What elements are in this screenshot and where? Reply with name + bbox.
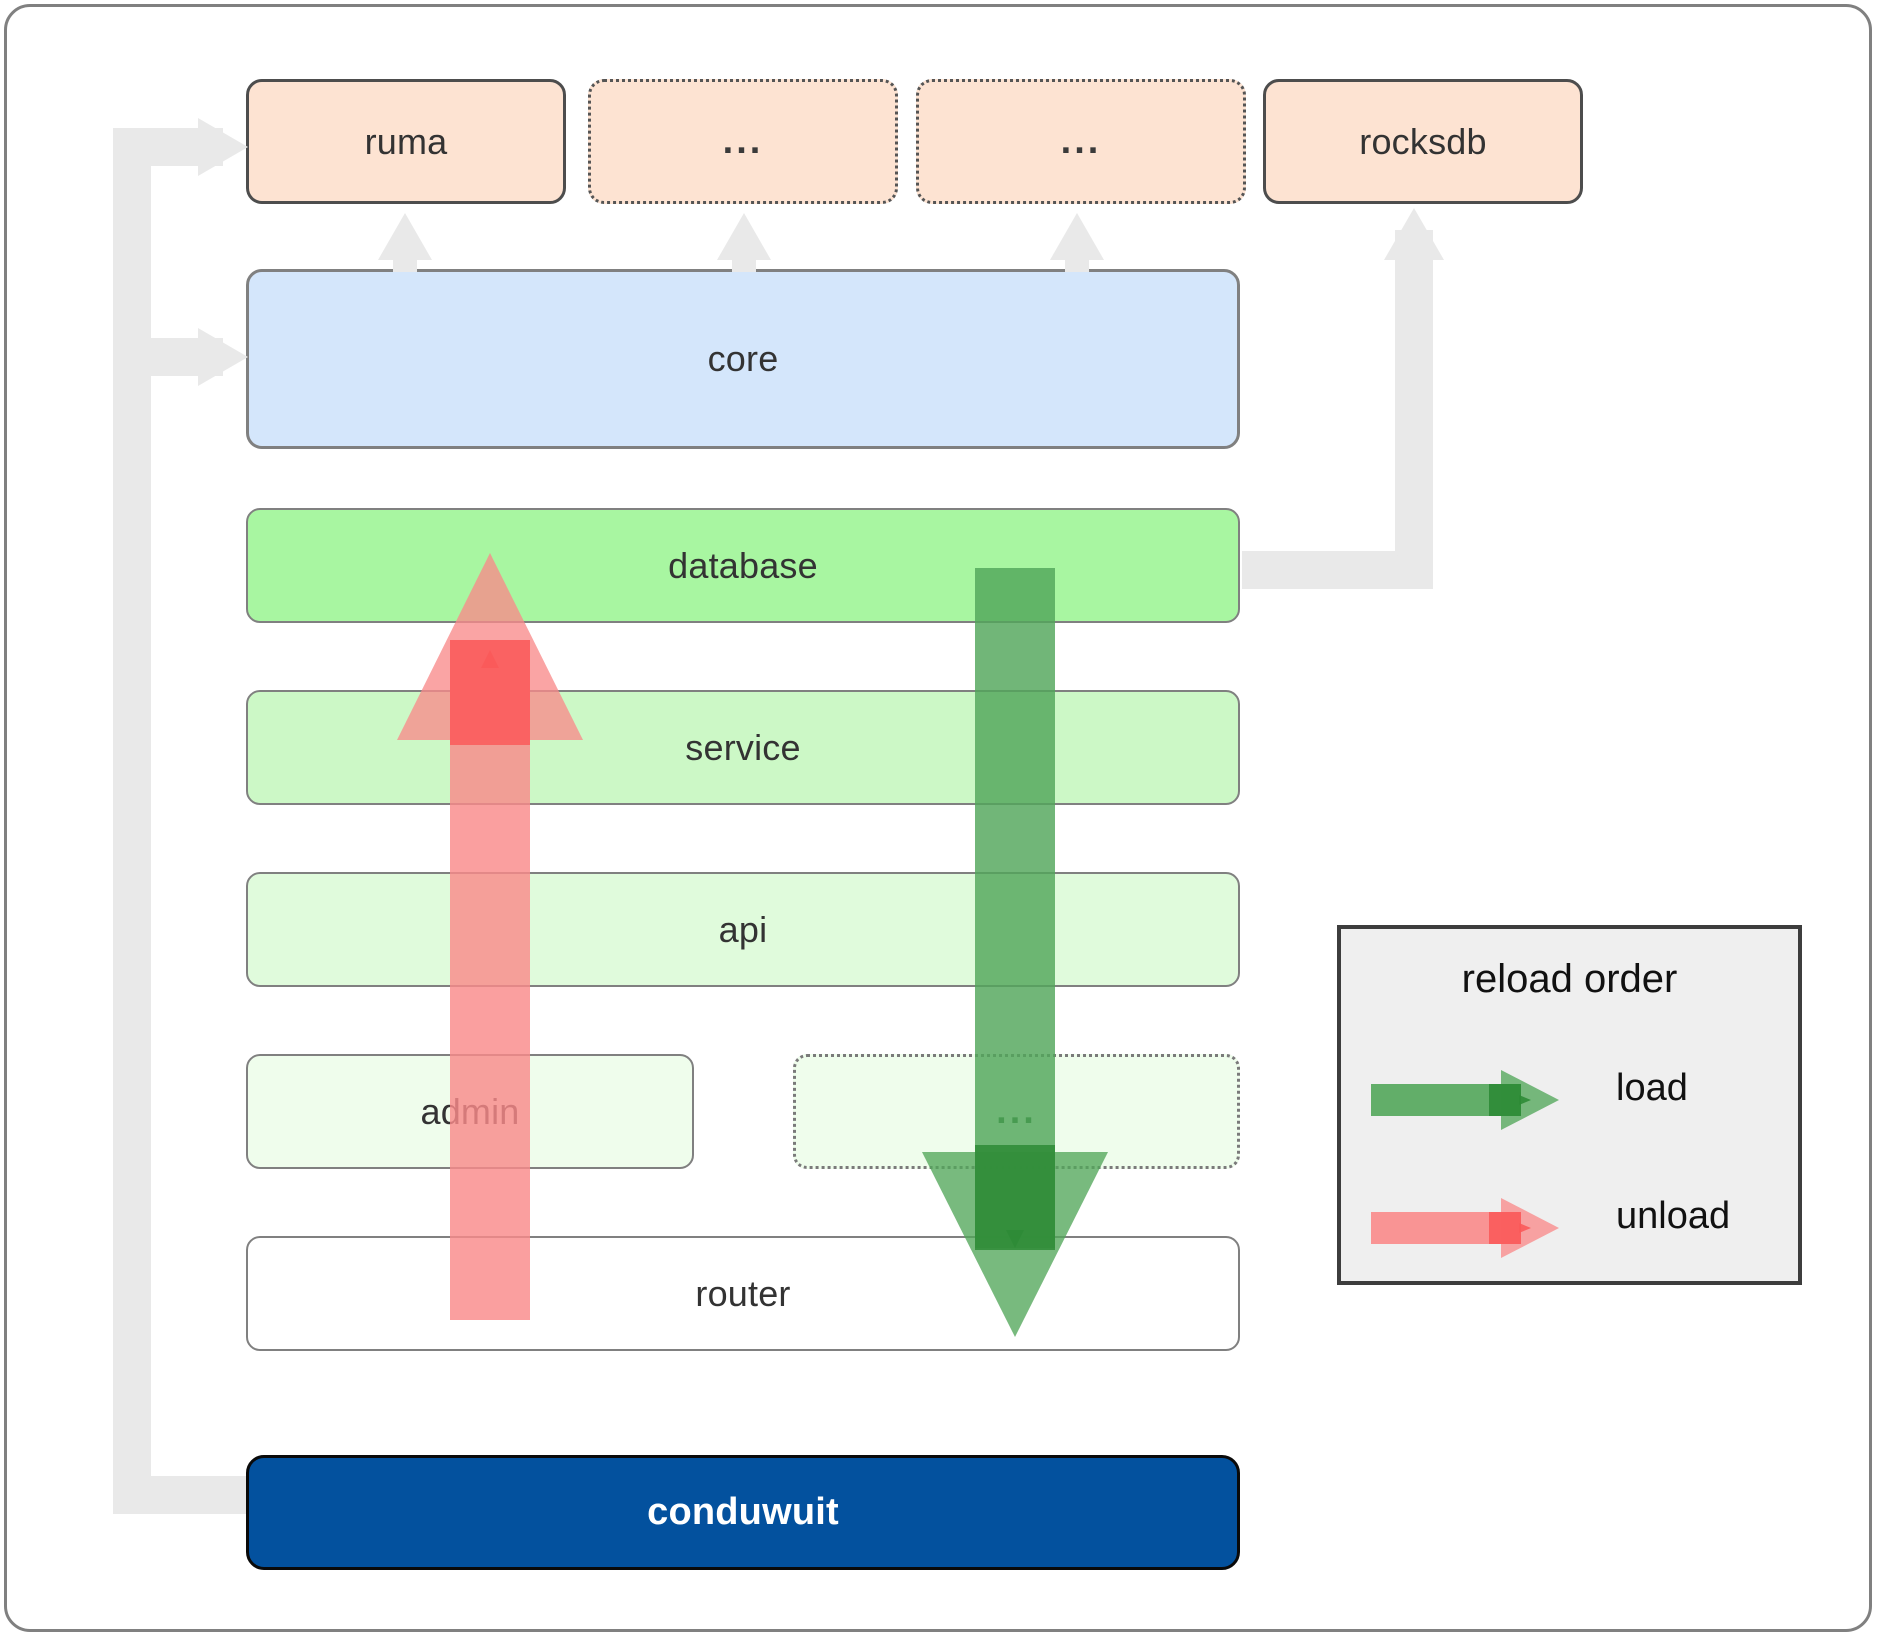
node-router-label: router — [695, 1272, 791, 1314]
load-arrow-icon — [1371, 1070, 1559, 1130]
node-service[interactable]: service — [246, 690, 1240, 805]
legend-reload-order: reload order load unload — [1337, 925, 1802, 1285]
node-api-label: api — [718, 908, 768, 950]
node-ruma-label: ruma — [364, 120, 448, 162]
node-admin[interactable]: admin — [246, 1054, 694, 1169]
node-database-label: database — [668, 544, 818, 586]
node-core[interactable]: core — [246, 269, 1240, 449]
legend-title: reload order — [1461, 957, 1678, 1001]
legend-row-load: load — [1341, 1057, 1798, 1147]
node-ruma[interactable]: ruma — [246, 79, 566, 204]
node-api[interactable]: api — [246, 872, 1240, 987]
legend-label-unload: unload — [1616, 1195, 1731, 1237]
node-database[interactable]: database — [246, 508, 1240, 623]
unload-arrow-icon — [1371, 1198, 1559, 1258]
node-layer-ellipsis[interactable]: ... — [793, 1054, 1240, 1169]
node-admin-label: admin — [420, 1090, 520, 1132]
node-conduwuit-label: conduwuit — [647, 1491, 839, 1533]
legend-row-unload: unload — [1341, 1185, 1798, 1275]
node-rocksdb[interactable]: rocksdb — [1263, 79, 1583, 204]
legend-label-load: load — [1616, 1067, 1688, 1109]
node-dependency-ellipsis-2-label: ... — [1060, 119, 1102, 162]
node-dependency-ellipsis-2[interactable]: ... — [916, 79, 1246, 204]
node-dependency-ellipsis-1[interactable]: ... — [588, 79, 898, 204]
node-service-label: service — [685, 726, 801, 768]
node-layer-ellipsis-label: ... — [996, 1089, 1037, 1132]
node-router[interactable]: router — [246, 1236, 1240, 1351]
node-dependency-ellipsis-1-label: ... — [722, 119, 764, 162]
node-conduwuit[interactable]: conduwuit — [246, 1455, 1240, 1570]
diagram-frame — [4, 4, 1872, 1632]
node-core-label: core — [707, 338, 779, 379]
node-rocksdb-label: rocksdb — [1359, 120, 1487, 162]
